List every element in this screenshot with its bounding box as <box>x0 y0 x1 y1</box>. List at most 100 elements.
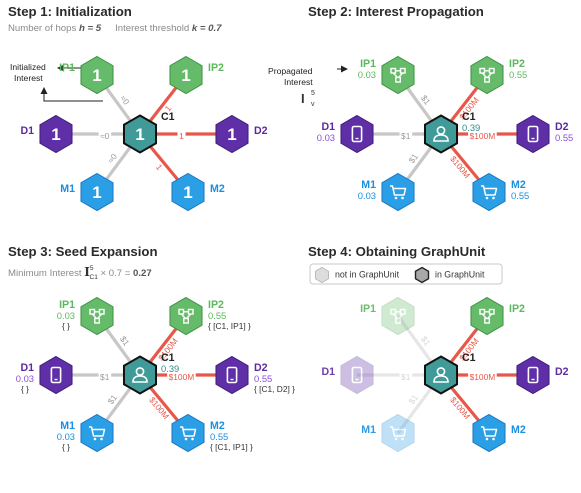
step2-node-ip1-value: 0.03 <box>358 69 376 80</box>
step4-node-d2-label: D2 <box>555 366 569 378</box>
step2-node-ip2-network-icon <box>479 67 495 83</box>
step4-node-ip1-label: IP1 <box>360 303 376 315</box>
step2-node-ip2 <box>470 55 504 95</box>
step1-node-m2-number: 1 <box>183 183 192 202</box>
step3-node-ip2-set: { [C1, IP1] } <box>208 321 251 331</box>
step2-annotation-line1: Propagated <box>268 66 313 76</box>
step1-node-d2-hexagon <box>215 114 249 154</box>
step1-node-d2: 1 <box>215 114 249 154</box>
step2-node-d2-label: D2 <box>555 121 569 133</box>
step3-node-d1-set: { } <box>21 384 29 394</box>
step4-node-m1-hexagon <box>381 413 415 453</box>
edge-label-backing <box>167 371 196 383</box>
step1-annotation: Initialized Interest <box>10 62 103 102</box>
step3-node-d1-hexagon <box>39 355 73 395</box>
step1-node-ip2: 1 <box>169 55 203 95</box>
step3-node-c1-user-icon <box>132 367 148 383</box>
step2-node-c1-user-icon <box>433 126 449 142</box>
step3-interest-sup: 5 <box>90 265 94 272</box>
step1-node-d1-hexagon <box>39 114 73 154</box>
step2-node-m2 <box>472 172 506 212</box>
edge-label-backing <box>177 130 186 142</box>
step1-node-d2-label: D2 <box>254 125 268 137</box>
step4-node-m1-label: M1 <box>361 424 376 436</box>
step1-annotation-line1: Initialized <box>10 62 46 72</box>
step1-node-ip2-number: 1 <box>181 66 190 85</box>
step3-node-ip2-hexagon <box>169 296 203 336</box>
step2-node-d1-label: D1 <box>321 121 335 133</box>
step1-node-ip2-hexagon <box>169 55 203 95</box>
step3-node-d2-set: { [C1, D2] } <box>254 384 295 394</box>
step1-node-ip1: 1 <box>80 55 114 95</box>
step3-node-d2-hexagon <box>215 355 249 395</box>
edge-label-backing <box>468 130 497 142</box>
step2-node-ip1-label: IP1 <box>360 58 376 70</box>
step1-node-m2-label: M2 <box>210 183 225 195</box>
step3-node-d2-value: 0.55 <box>254 373 272 384</box>
step3-result: 0.27 <box>133 268 152 279</box>
step4-node-m2-hexagon <box>472 413 506 453</box>
step1-node-m1: 1 <box>80 172 114 212</box>
step2-interest-sup: 5 <box>311 90 315 97</box>
legend-in-swatch <box>414 266 430 284</box>
step2-annotation-line2: Interest <box>284 77 313 87</box>
step1-threshold-text: Interest threshold <box>115 23 192 34</box>
step4-node-d1-label: D1 <box>321 366 335 378</box>
step1-node-m2-hexagon <box>171 172 205 212</box>
step1-hops-value: h = 5 <box>79 23 102 34</box>
step2-graph: $1$100M$1$100M$1$100MC10.39IP10.03IP20.5… <box>317 55 573 212</box>
step3-node-m2-cart-icon <box>180 426 197 441</box>
step3-node-m2-set: { [C1, IP1] } <box>210 442 253 452</box>
step3-node-ip2 <box>169 296 203 336</box>
step4-node-ip2-network-icon <box>479 308 495 324</box>
step3-node-ip1-hexagon <box>80 296 114 336</box>
step4-legend: not in GraphUnit in GraphUnit <box>309 263 503 285</box>
step2-edge-label-d2: $100M <box>470 131 496 141</box>
step3-edge-label-d1: $1 <box>100 372 110 382</box>
step3-node-ip1-value: 0.03 <box>57 310 75 321</box>
step4-edge-label-d2: $100M <box>470 372 496 382</box>
step4-title: Step 4: Obtaining GraphUnit <box>308 244 486 259</box>
step1-node-m1-hexagon <box>80 172 114 212</box>
step4-node-d1-phone-icon <box>351 366 363 384</box>
step4-edge-label-d1: $1 <box>401 372 411 382</box>
step2-node-c1-label: C1 <box>462 111 476 123</box>
step4-node-ip2 <box>470 296 504 336</box>
step1-hops-text: Number of hops <box>8 23 79 34</box>
step2-node-m1-hexagon <box>381 172 415 212</box>
step4-node-ip1 <box>381 296 415 336</box>
step3-node-ip2-network-icon <box>178 308 194 324</box>
step2-node-d2 <box>516 114 550 154</box>
step1-node-m1-label: M1 <box>60 183 75 195</box>
step3-node-m1-set: { } <box>62 442 70 452</box>
step2-interest-symbol: I <box>301 91 305 106</box>
step2-node-d1 <box>340 114 374 154</box>
step1-annotation-line2: Interest <box>14 73 43 83</box>
step3-interest-symbol: I <box>84 265 90 279</box>
step2-node-d2-hexagon <box>516 114 550 154</box>
step2-node-m2-hexagon <box>472 172 506 212</box>
step4-node-d1 <box>340 355 374 395</box>
step2-node-d2-phone-icon <box>527 125 539 143</box>
step3-node-d2-phone-icon <box>226 366 238 384</box>
step4-node-m2-label: M2 <box>511 424 526 436</box>
step3-node-d2 <box>215 355 249 395</box>
step3-node-ip1-set: { } <box>62 321 70 331</box>
step1-node-c1-label: C1 <box>161 111 175 123</box>
step3-node-ip2-label: IP2 <box>208 299 224 311</box>
step3-node-ip1-label: IP1 <box>59 299 75 311</box>
step4-node-d2-hexagon <box>516 355 550 395</box>
step3-node-ip1-network-icon <box>89 308 105 324</box>
step1-node-m1-number: 1 <box>92 183 101 202</box>
step4-node-ip2-hexagon <box>470 296 504 336</box>
step3-node-m1-cart-icon <box>89 426 106 441</box>
step2-node-ip2-hexagon <box>470 55 504 95</box>
step3-node-d1-phone-icon <box>50 366 62 384</box>
step1-node-ip1-number: 1 <box>92 66 101 85</box>
legend-out-label: not in GraphUnit <box>335 270 400 280</box>
legend-box <box>309 263 503 285</box>
step2-node-c1-value: 0.39 <box>462 122 480 133</box>
step3-node-m1 <box>80 413 114 453</box>
